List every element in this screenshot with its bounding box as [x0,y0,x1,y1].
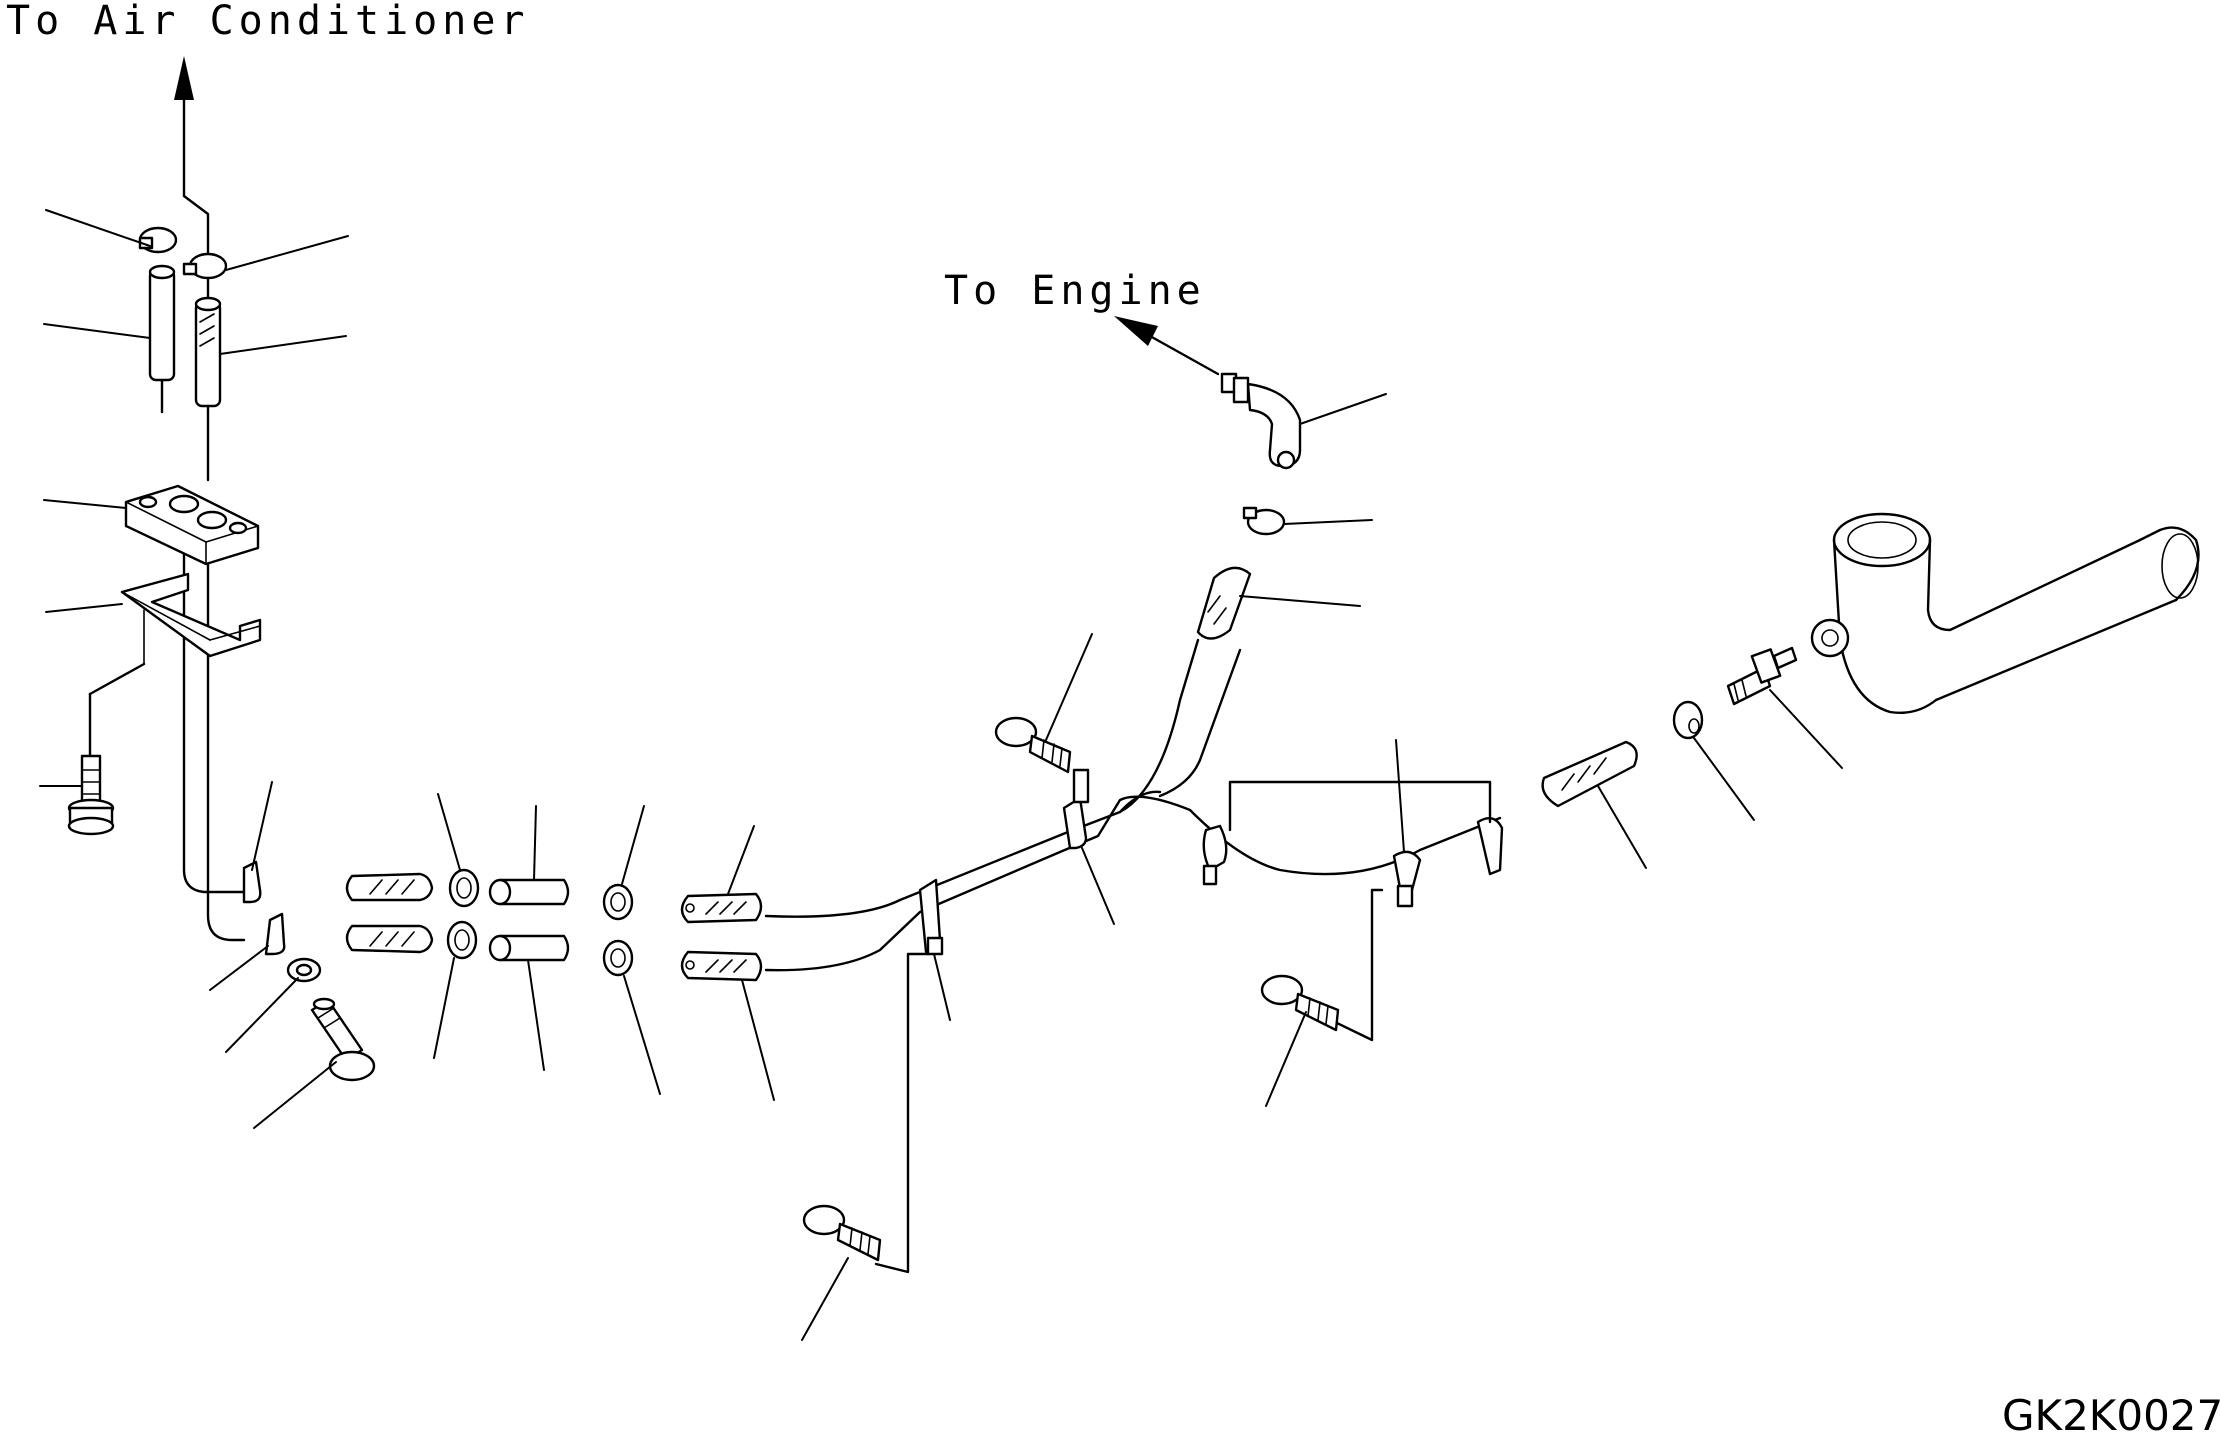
nipple-fitting [1726,646,1798,706]
washer [286,957,322,983]
hose-clamp-right [1672,700,1704,740]
arrow-to-engine [1114,316,1220,376]
clamp-row-1-upper [448,868,480,908]
grommet-block [124,484,260,566]
hose-row-2-lower [680,950,763,982]
to-engine-label: To Engine [944,268,1206,314]
hose-row-1-lower [345,924,434,954]
bolt-middle-lower [1260,974,1340,1032]
bolt-lower-left [310,997,376,1082]
hose-clamp-top-left [138,226,178,254]
elbow-fitting [1220,372,1302,470]
hose-engine [1196,566,1252,640]
hose-row-2-upper [680,892,763,924]
clamp-row-1-lower [446,920,478,960]
leader-lines [39,209,1843,1341]
clip-lower-left-upper [242,860,262,904]
clip-main-1 [918,878,944,956]
bolt-middle-upper [994,716,1072,774]
clamp-row-2-upper [602,883,634,921]
bolt-bottom [802,1204,882,1262]
hose-row-1-upper [345,872,434,902]
hose-right [1541,740,1638,808]
clip-main-5 [1476,816,1504,876]
clip-tie-bracket [874,780,1492,1274]
arrow-to-air-conditioner [174,56,194,198]
clamp-row-2-lower [602,939,634,977]
hose-clamp-top-right [182,252,228,280]
hose-left-vertical [148,264,176,382]
tube-upper [488,878,570,906]
hose-clamp-engine [1242,506,1286,536]
clip-main-4 [1392,850,1422,908]
clip-main-2 [1062,768,1090,850]
heater-pipe-run [764,638,1502,972]
to-air-conditioner-label: To Air Conditioner [6,0,529,44]
clip-main-3 [1202,824,1228,886]
hose-right-vertical [194,296,222,408]
tube-lower [488,934,570,962]
clip-lower-left-lower [264,912,286,956]
drawing-code: GK2K0027 [2002,1391,2220,1435]
bolt-left [67,754,115,836]
mounting-bracket [88,572,262,758]
water-pipe-elbow [1810,512,2200,714]
